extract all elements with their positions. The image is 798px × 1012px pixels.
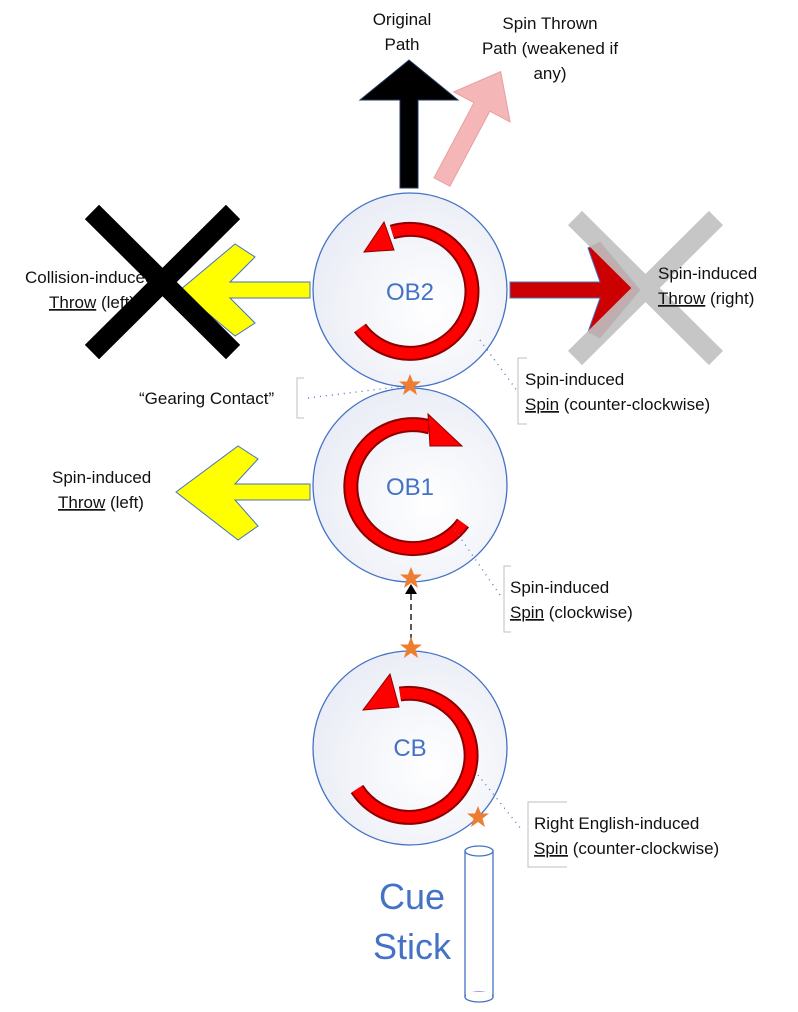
original-path-label-1: Original [373,10,432,29]
ob2-spin-label-2: Spin (counter-clockwise) [525,395,710,414]
cb-ccw-spin-arrow [350,672,479,825]
ob1-label: OB1 [386,474,434,501]
star-icon [467,806,489,827]
spin-throw-right-label-2: Throw (right) [658,289,754,308]
ob2-ccw-spin-arrow [353,220,480,361]
cue-stick [464,845,494,1003]
ob1-spin-rest: (clockwise) [544,603,633,622]
spin-throw-left-label-1: Spin-induced [52,468,151,487]
spin-throw-left-rest: (left) [105,493,144,512]
cb-label: CB [393,735,426,762]
ob2-spin-label-1: Spin-induced [525,370,624,389]
cb-spin-rest: (counter-clockwise) [568,839,719,858]
spin-throw-right-rest: (right) [705,289,754,308]
spin-throw-right-underlined: Throw [658,289,706,308]
ob1-spin-underlined: Spin [510,603,544,622]
cb-spin-label-1: Right English-induced [534,814,699,833]
star-icon [400,567,422,588]
spin-thrown-label-1: Spin Thrown [502,14,597,33]
cb-spin-label-2: Spin (counter-clockwise) [534,839,719,858]
spin-thrown-label-3: any) [533,64,566,83]
original-path-label-2: Path [385,35,420,54]
spin-throw-left-label-2: Throw (left) [58,493,144,512]
ob1-spin-label-2: Spin (clockwise) [510,603,633,622]
original-path-arrow [358,59,460,189]
cue-stick-label-1: Cue [379,876,445,917]
gearing-contact-label: “Gearing Contact” [139,389,274,408]
cue-stick-label-2: Stick [373,926,452,967]
gray-x-icon [567,210,724,366]
contact-stars [399,374,489,827]
ob1-cw-spin-arrow [343,412,470,557]
star-icon [399,374,421,395]
dashed-arrow-head [405,584,417,594]
spin-thrown-label-2: Path (weakened if [482,39,618,58]
ob2-label: OB2 [386,279,434,306]
cb-spin-underlined: Spin [534,839,568,858]
collision-throw-underlined: Throw [49,293,97,312]
collision-throw-label-1: Collision-induced [25,268,154,287]
ob2-spin-underlined: Spin [525,395,559,414]
callout-lines [307,339,523,831]
callout-brackets [296,357,567,868]
black-x-overlay [84,204,241,360]
spin-throw-left-underlined: Throw [58,493,106,512]
spin-thrown-path-arrow [433,70,511,187]
spin-throw-right-label-1: Spin-induced [658,264,757,283]
ob1-spin-label-1: Spin-induced [510,578,609,597]
ob2-spin-rest: (counter-clockwise) [559,395,710,414]
star-icon [400,637,422,658]
spin-throw-left-arrow [175,445,311,541]
